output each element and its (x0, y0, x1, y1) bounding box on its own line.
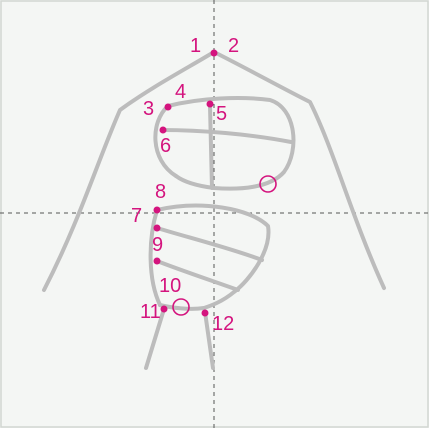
stroke-lower-box-left (148, 208, 162, 307)
stroke-label-6: 6 (160, 135, 171, 157)
end-marker-upper (259, 175, 277, 193)
stroke-label-2: 2 (228, 35, 239, 57)
start-point-12 (201, 309, 209, 317)
stroke-label-10: 10 (159, 275, 181, 297)
stroke-upper-inner-horizontal (160, 128, 293, 144)
stroke-label-5: 5 (216, 103, 227, 125)
stroke-label-7: 7 (131, 205, 142, 227)
start-point-1-2 (210, 49, 218, 57)
start-point-7-8 (153, 206, 161, 214)
stroke-lower-inner-line-2 (155, 259, 240, 292)
stroke-upper-box-left (153, 104, 178, 178)
stroke-upper-box-right (166, 96, 296, 191)
stroke-label-4: 4 (175, 81, 186, 103)
stroke-lower-leg-right (203, 310, 215, 370)
start-point-3 (164, 103, 172, 111)
start-point-11 (160, 305, 168, 313)
stroke-lower-inner-line-1 (155, 226, 264, 262)
stroke-label-3: 3 (143, 98, 154, 120)
stroke-label-11: 11 (140, 301, 161, 323)
end-marker-lower (172, 298, 190, 316)
stroke-order-labels: 1 2 3 4 5 6 7 8 9 10 11 12 (131, 35, 239, 335)
stroke-label-9: 9 (152, 234, 163, 256)
start-point-9 (153, 224, 161, 232)
stroke-label-1: 1 (190, 35, 201, 57)
start-point-6 (159, 126, 167, 134)
stroke-label-8: 8 (155, 181, 166, 203)
stroke-lower-box-right (155, 203, 271, 311)
stroke-start-points (153, 49, 218, 317)
start-point-5 (206, 100, 214, 108)
stroke-label-12: 12 (212, 313, 234, 335)
stroke-lower-leg-left (144, 307, 166, 370)
character-strokes (42, 50, 386, 370)
start-point-10 (153, 257, 161, 265)
stroke-upper-center-vertical (208, 104, 214, 190)
